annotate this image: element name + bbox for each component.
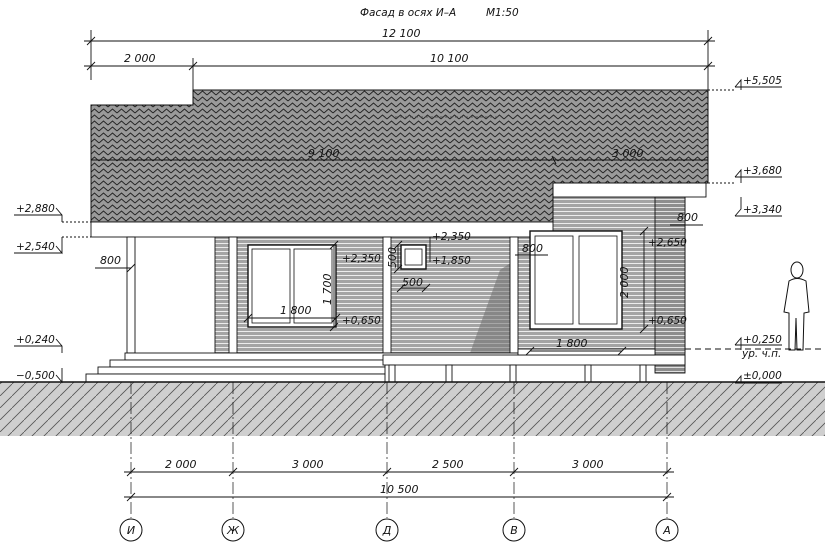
stilts	[388, 364, 647, 383]
bottom-dimensions	[124, 467, 674, 502]
right-level-marks	[685, 78, 825, 384]
drawing-title: Фасад в осях И–А	[360, 7, 456, 19]
top-dimension-overall	[84, 30, 715, 90]
level-left-2880: +2,880	[16, 203, 55, 215]
wall-corner	[654, 196, 686, 374]
left-level-marks	[14, 207, 91, 384]
dim-roof-9100: 9 100	[308, 147, 340, 160]
porch-deck	[85, 348, 686, 383]
dim-bottom-seg1: 2 000	[165, 458, 197, 471]
dim-left-2000: 2 000	[124, 52, 156, 65]
dim-win1-top: +2,350	[342, 253, 381, 265]
dim-overall-12100: 12 100	[382, 27, 421, 40]
dim-small-bottom: +1,850	[432, 255, 471, 267]
dim-win1-bottom: +0,650	[342, 315, 381, 327]
porch-post-2	[228, 236, 238, 354]
facade-dim-lines	[95, 224, 703, 356]
axis-label-zh: Ж	[226, 524, 240, 537]
window-1	[247, 244, 337, 328]
dim-win2-bottom: +0,650	[648, 315, 687, 327]
level-right-3680: +3,680	[743, 165, 782, 177]
dim-right-10100: 10 100	[430, 52, 469, 65]
window-2	[529, 230, 623, 330]
top-dimension-split	[84, 58, 715, 90]
dim-bottom-seg4: 3 000	[572, 458, 604, 471]
dim-win2-height: 2 000	[618, 267, 631, 299]
level-right-3340: +3,340	[743, 204, 782, 216]
level-right-5505: +5,505	[743, 75, 782, 87]
level-left-minus0500: −0,500	[16, 370, 55, 382]
dim-small-width: 500	[402, 276, 423, 289]
dim-bottom-seg2: 3 000	[292, 458, 324, 471]
ground	[0, 382, 825, 436]
dim-roof-3000: 3 000	[612, 147, 644, 160]
dim-small-top: +2,350	[432, 231, 471, 243]
level-left-2540: +2,540	[16, 241, 55, 253]
level-left-0240: +0,240	[16, 334, 55, 346]
dim-win1-width: 1 800	[280, 304, 312, 317]
axis-bubbles	[119, 518, 679, 542]
dim-bottom-overall: 10 500	[380, 483, 419, 496]
eave-right	[552, 182, 707, 198]
dim-post-offset-800: 800	[100, 254, 121, 267]
wall-shadow	[470, 260, 515, 353]
level-right-floor-note: ур. ч.п.	[741, 348, 781, 360]
dim-eave-800: 800	[677, 211, 698, 224]
axis-label-d: Д	[382, 524, 392, 537]
porch-post-1	[126, 236, 136, 354]
dim-bottom-seg3: 2 500	[432, 458, 464, 471]
level-right-0250: +0,250	[743, 334, 782, 346]
dim-win1-height: 1 700	[321, 274, 334, 306]
drawing-scale: М1:50	[486, 7, 519, 19]
dim-win2-top: +2,650	[648, 237, 687, 249]
level-right-0000: ±0,000	[743, 370, 782, 382]
window-small	[400, 244, 427, 270]
porch-post-4	[509, 236, 519, 354]
fascia	[90, 221, 554, 238]
dim-small-height: 500	[386, 247, 399, 268]
axis-label-i: И	[127, 524, 135, 537]
axis-label-a: А	[662, 524, 671, 537]
axis-lines	[130, 382, 668, 518]
dim-win2-width: 1 800	[556, 337, 588, 350]
dim-offset-800: 800	[522, 242, 543, 255]
axis-label-v: В	[510, 524, 518, 537]
person-silhouette	[783, 261, 810, 351]
